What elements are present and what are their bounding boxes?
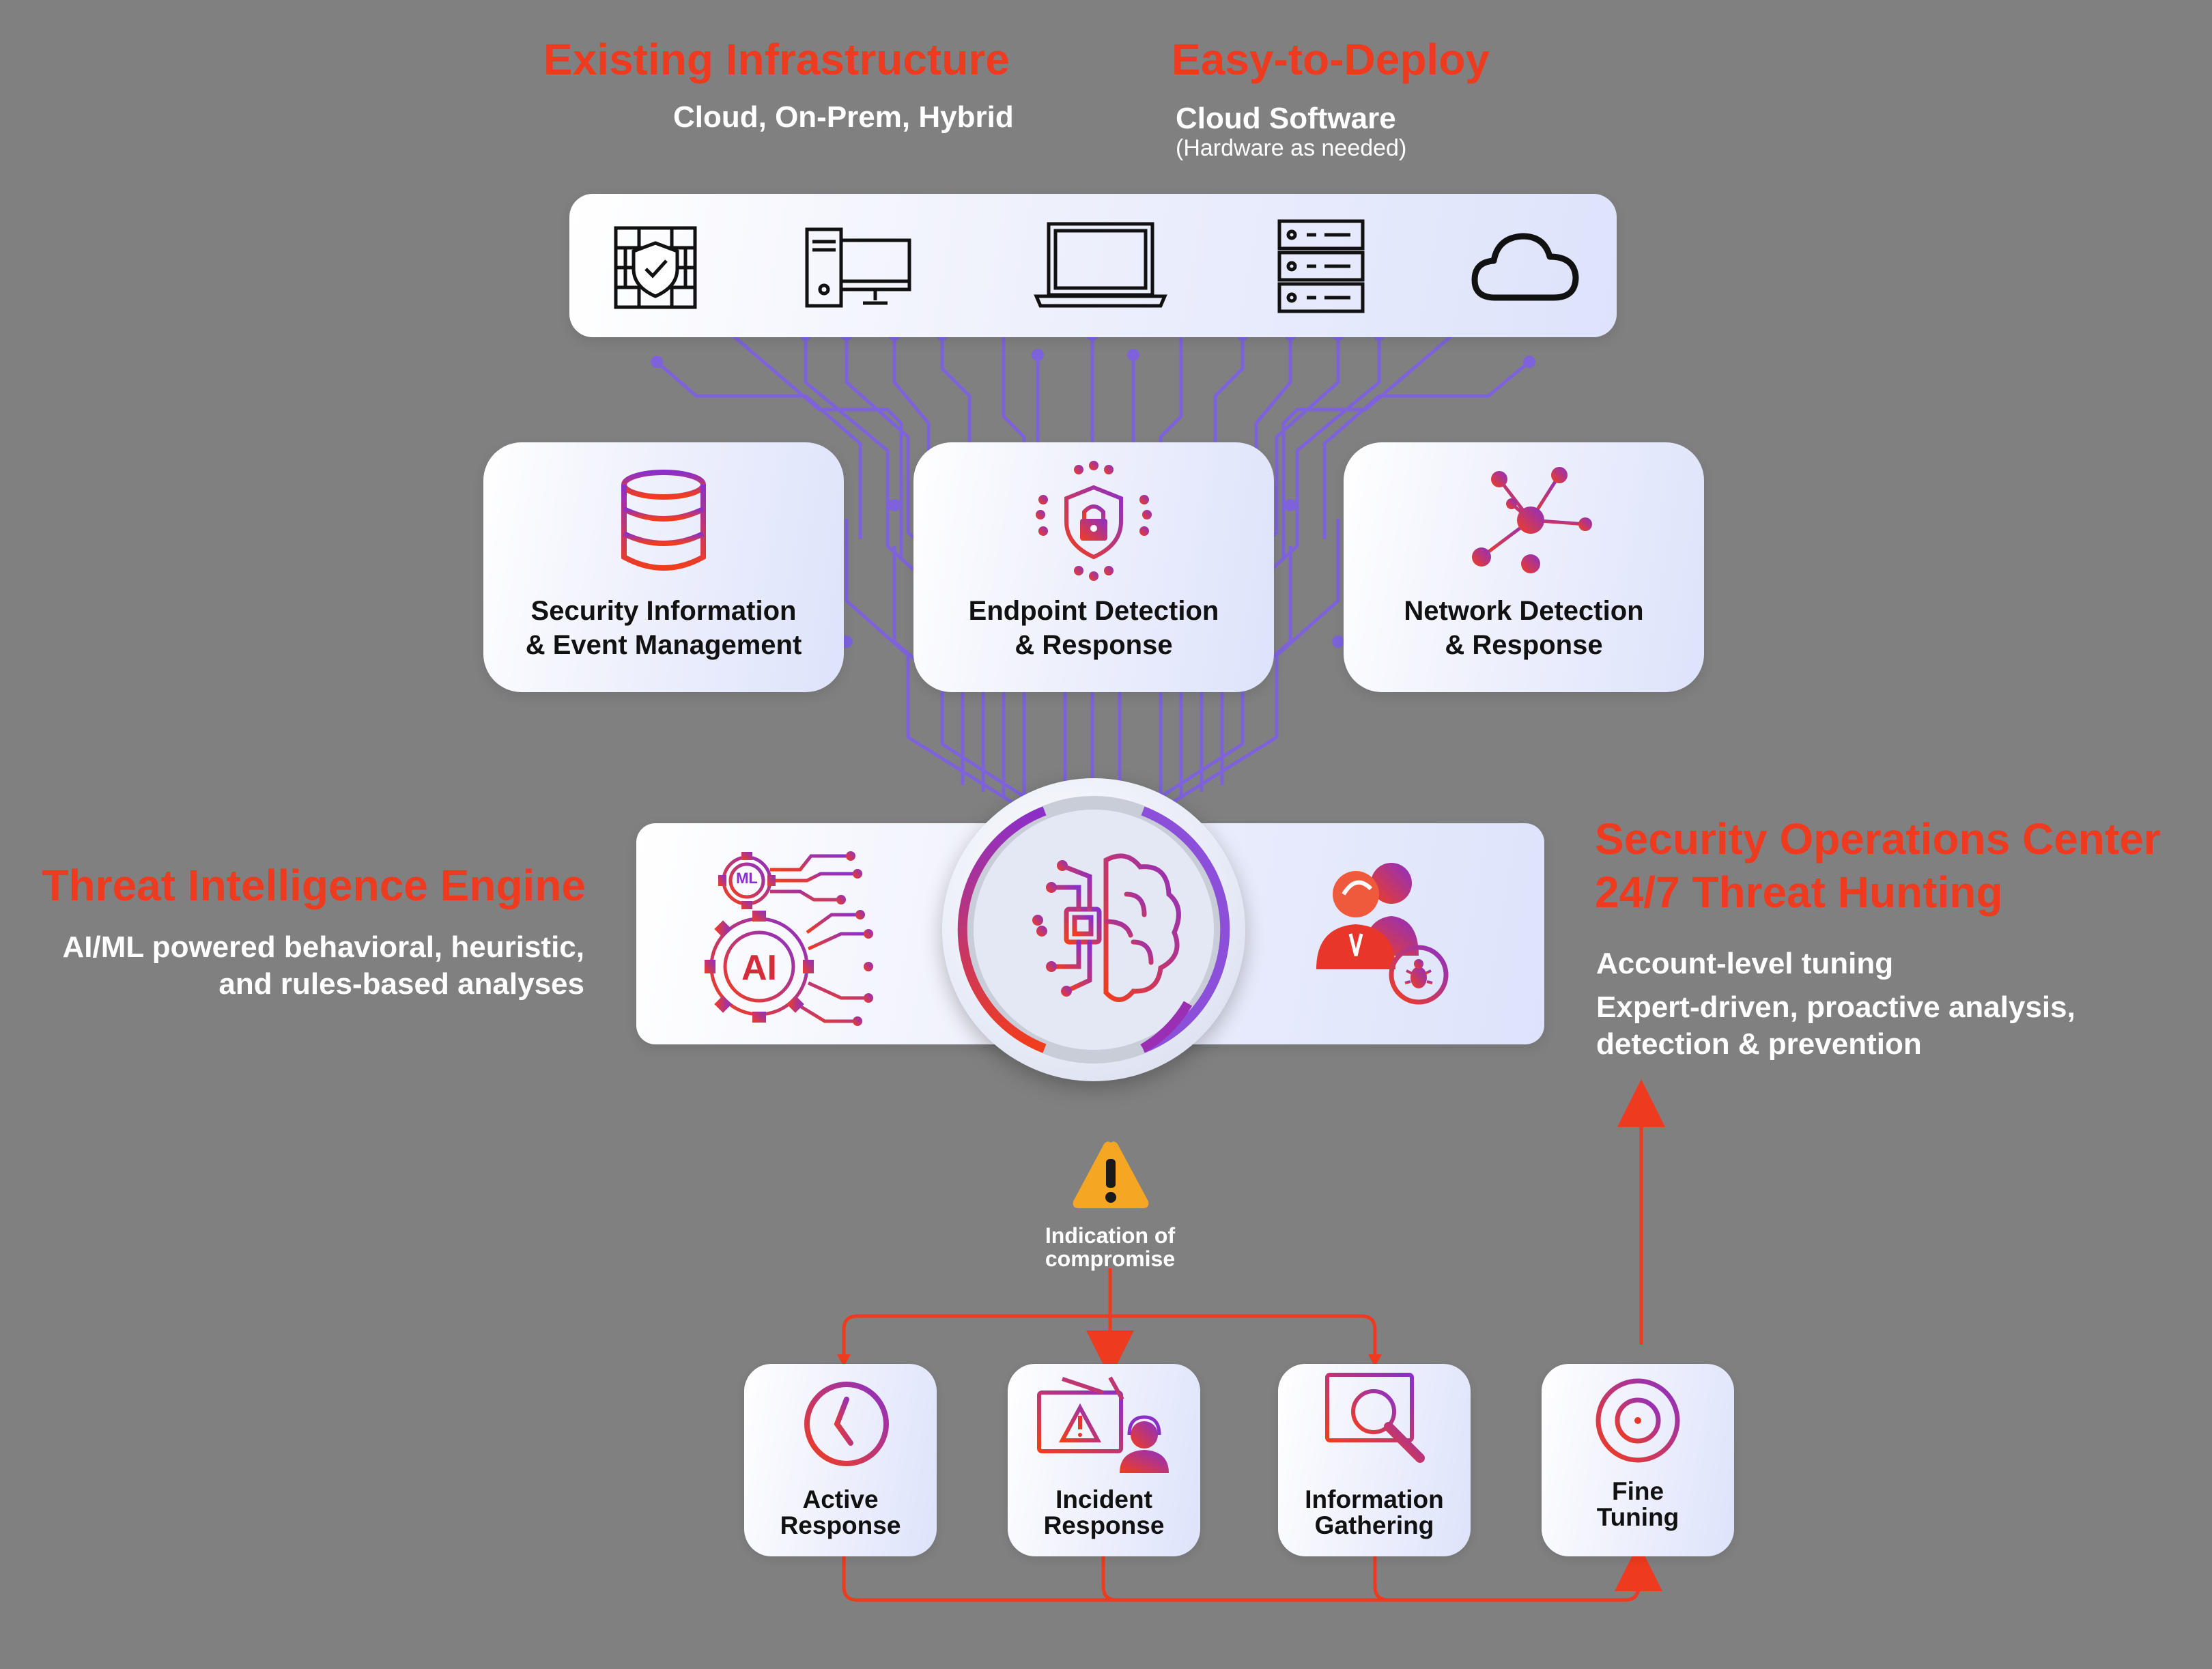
active-response-line2: Response <box>780 1511 901 1539</box>
warning-icon <box>1073 1141 1149 1208</box>
crosshair-icon <box>1596 1378 1680 1463</box>
alert-line2: compromise <box>1045 1246 1176 1271</box>
fine-tuning-card: Fine Tuning <box>1542 1364 1734 1556</box>
cloud-icon <box>1471 233 1579 301</box>
edr-label-line1: Endpoint Detection <box>968 596 1219 626</box>
incident-response-line2: Response <box>1043 1511 1165 1539</box>
soc-analysts-icon <box>1316 863 1457 1013</box>
infrastructure-bar <box>569 194 1617 337</box>
soc-line3: detection & prevention <box>1596 1027 1922 1061</box>
deploy-note: (Hardware as needed) <box>1176 135 1407 161</box>
ai-core-ring <box>957 796 1230 1064</box>
clock-speed-icon <box>759 1382 889 1466</box>
soc-title-line1: Security Operations Center <box>1595 814 2161 864</box>
soc-title-line2: 24/7 Threat Hunting <box>1595 868 2003 917</box>
server-rack-icon <box>1277 219 1365 313</box>
incident-monitor-icon <box>1037 1376 1169 1473</box>
database-icon <box>621 470 706 571</box>
ml-badge: ML <box>736 870 758 887</box>
fine-tuning-line2: Tuning <box>1596 1503 1679 1531</box>
threat-engine-line1: AI/ML powered behavioral, heuristic, <box>62 930 584 964</box>
siem-label-line1: Security Information <box>530 596 797 626</box>
siem-label-line2: & Event Management <box>525 630 802 660</box>
deploy-title: Easy-to-Deploy <box>1172 35 1490 84</box>
ai-badge: AI <box>741 948 777 988</box>
network-nodes-icon <box>1472 467 1592 573</box>
ndr-card: Network Detection & Response <box>1344 442 1704 692</box>
ndr-label-line2: & Response <box>1445 630 1603 660</box>
magnifier-monitor-icon <box>1325 1373 1425 1463</box>
deploy-subtitle: Cloud Software <box>1176 102 1396 135</box>
information-gathering-card: Information Gathering <box>1278 1364 1471 1556</box>
incident-response-card: Incident Response <box>1008 1364 1200 1556</box>
shield-lock-icon <box>1036 461 1152 581</box>
soc-line1: Account-level tuning <box>1596 947 1894 980</box>
information-gathering-line1: Information <box>1305 1485 1444 1513</box>
laptop-icon <box>1034 222 1167 308</box>
ai-ml-gears-icon <box>705 851 873 1026</box>
firewall-icon <box>614 226 697 309</box>
active-response-line1: Active <box>802 1485 879 1513</box>
active-response-card: Active Response <box>744 1364 937 1556</box>
threat-engine-title: Threat Intelligence Engine <box>42 861 586 910</box>
alert-line1: Indication of <box>1045 1223 1176 1248</box>
ndr-label-line1: Network Detection <box>1404 596 1644 626</box>
soc-line2: Expert-driven, proactive analysis, <box>1596 990 2075 1024</box>
edr-card: Endpoint Detection & Response <box>913 442 1274 692</box>
siem-card: Security Information & Event Management <box>483 442 844 692</box>
fine-tuning-line1: Fine <box>1611 1477 1664 1505</box>
brain-circuit-icon <box>1032 853 1181 1002</box>
edr-label-line2: & Response <box>1015 630 1173 660</box>
desktop-computer-icon <box>805 227 911 308</box>
threat-engine-line2: and rules-based analyses <box>218 967 584 1001</box>
information-gathering-line2: Gathering <box>1314 1511 1434 1539</box>
infra-subtitle: Cloud, On-Prem, Hybrid <box>673 100 1014 134</box>
infra-title: Existing Infrastructure <box>543 35 1010 84</box>
incident-response-line1: Incident <box>1055 1485 1152 1513</box>
